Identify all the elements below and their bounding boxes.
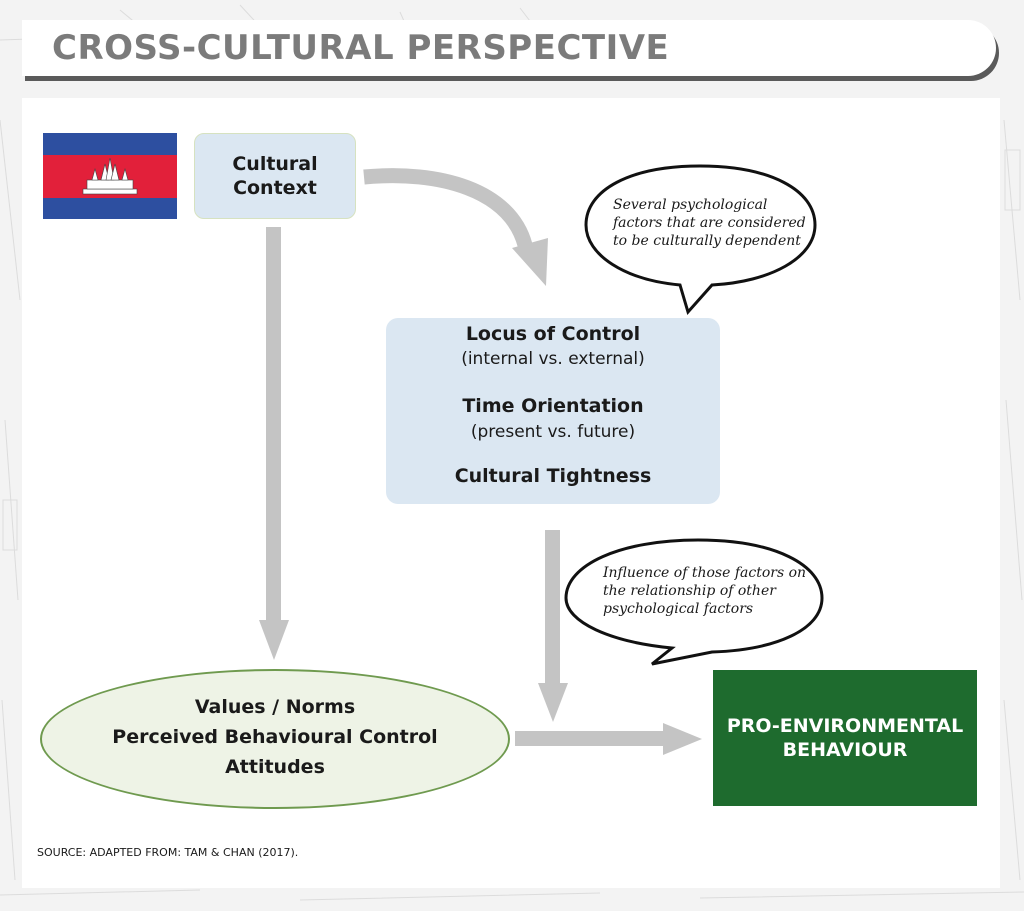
upper-bubble-line1: Several psychological: [613, 197, 768, 213]
arrow-values-to-behaviour-head: [663, 723, 702, 755]
arrow-context-to-values: [266, 227, 281, 622]
lower-bubble-line2: the relationship of other: [603, 583, 776, 599]
time-orientation-title: Time Orientation: [462, 395, 644, 417]
lower-bubble-line1: Influence of those factors on: [603, 565, 807, 581]
cambodia-flag-icon: [43, 133, 177, 219]
locus-of-control-title: Locus of Control: [465, 323, 641, 345]
cultural-context-line2: Context: [233, 177, 317, 199]
lower-bubble-text: Influence of those factors on the relati…: [603, 564, 806, 618]
perceived-control-label: Perceived Behavioural Control: [112, 726, 438, 748]
arrow-context-to-factors-head: [512, 238, 548, 286]
locus-of-control-sub: (internal vs. external): [461, 349, 645, 369]
lower-bubble-line3: psychological factors: [603, 601, 754, 617]
lower-speech-bubble: [564, 538, 824, 666]
source-caption: SOURCE: ADAPTED FROM: TAM & CHAN (2017).: [37, 846, 299, 859]
upper-bubble-line3: to be culturally dependent: [613, 233, 801, 249]
outcome-line2: BEHAVIOUR: [782, 739, 908, 761]
arrow-factors-down-head: [538, 683, 568, 722]
arrow-context-to-values-head: [259, 620, 289, 660]
outcome-line1: PRO-ENVIRONMENTAL: [726, 715, 964, 737]
upper-bubble-line2: factors that are considered: [613, 215, 806, 231]
title-bar: CROSS-CULTURAL PERSPECTIVE: [22, 20, 996, 76]
arrow-factors-down: [545, 530, 560, 685]
cultural-context-line1: Cultural: [232, 153, 318, 175]
cultural-factors-box: Locus of Control (internal vs. external)…: [386, 318, 720, 504]
page-title: CROSS-CULTURAL PERSPECTIVE: [52, 28, 670, 68]
attitudes-label: Attitudes: [225, 756, 325, 778]
cultural-tightness-title: Cultural Tightness: [454, 465, 652, 487]
arrow-values-to-behaviour: [515, 731, 665, 746]
cultural-context-box: Cultural Context: [194, 133, 356, 219]
upper-speech-bubble: [584, 164, 817, 316]
time-orientation-sub: (present vs. future): [470, 422, 636, 442]
upper-bubble-text: Several psychological factors that are c…: [613, 196, 806, 250]
values-norms-label: Values / Norms: [194, 696, 356, 718]
arrow-context-to-factors: [363, 168, 533, 248]
psychological-factors-ellipse: Values / Norms Perceived Behavioural Con…: [40, 669, 510, 809]
pro-environmental-behaviour-box: PRO-ENVIRONMENTAL BEHAVIOUR: [713, 670, 977, 806]
